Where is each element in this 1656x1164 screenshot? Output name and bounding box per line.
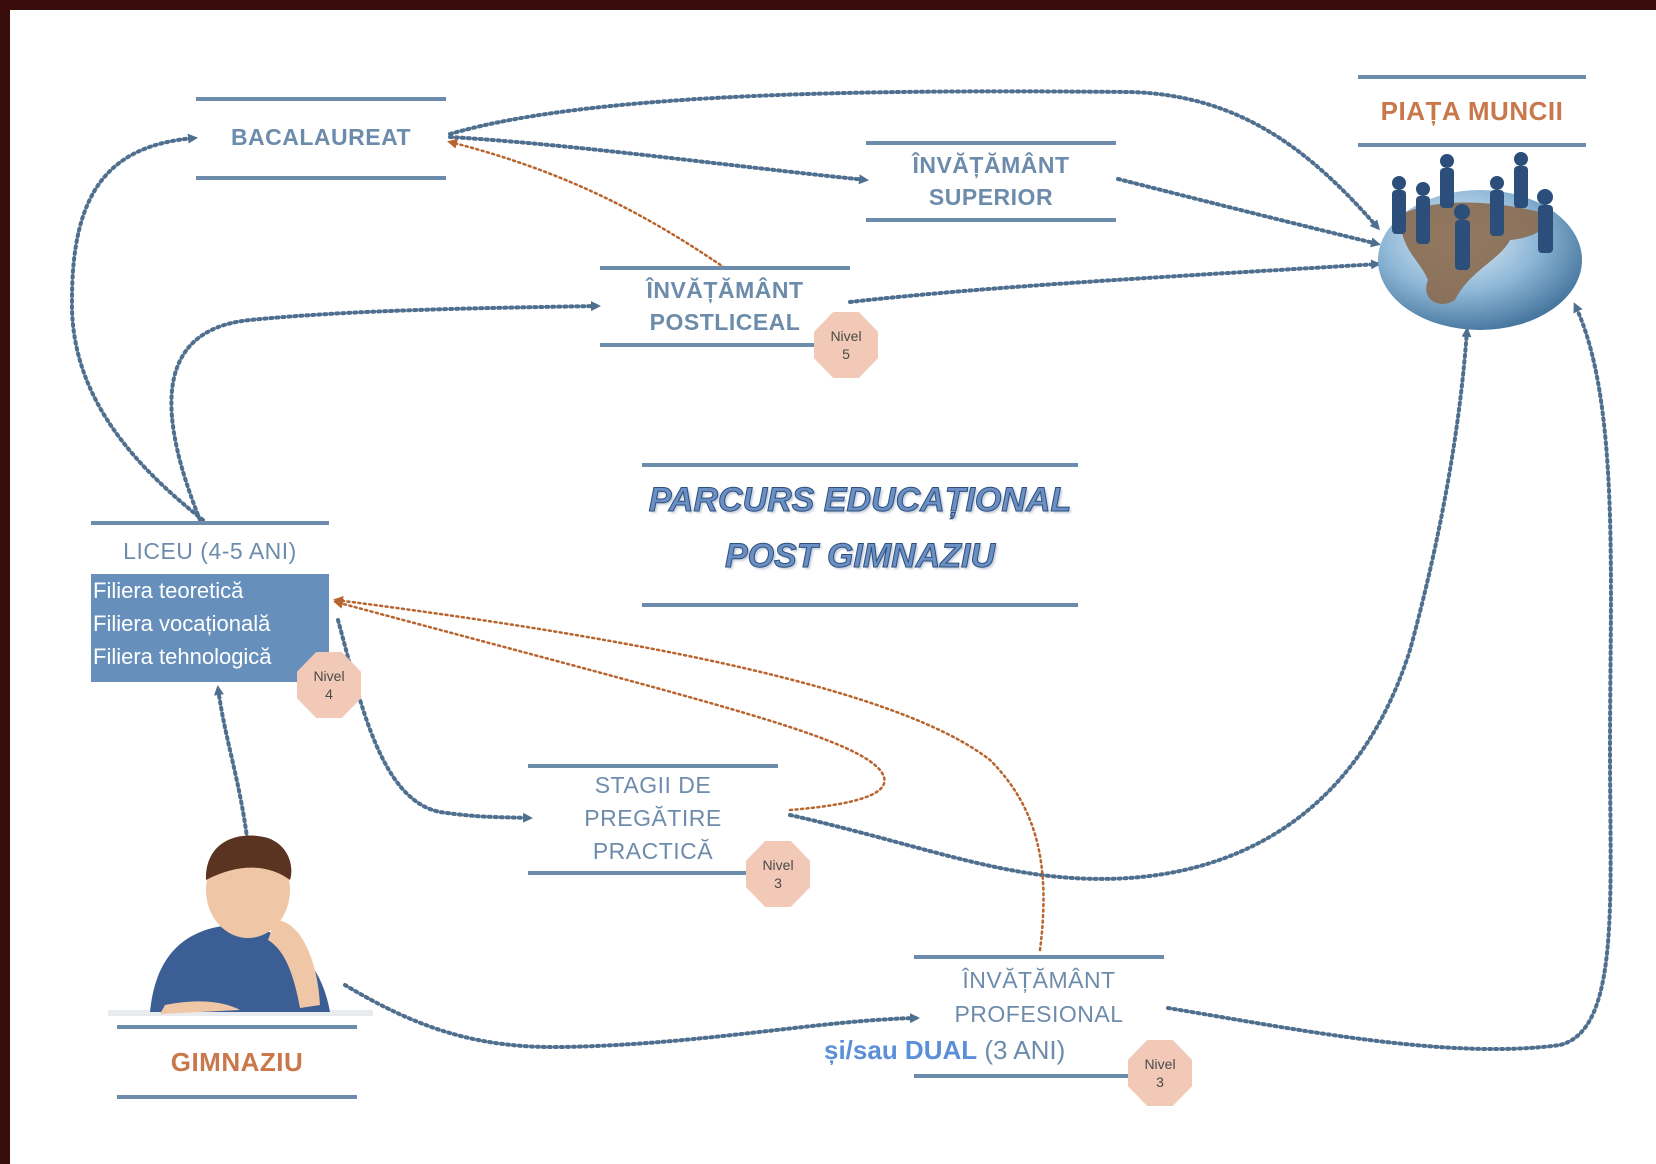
node-superior-line2: SUPERIOR — [928, 184, 1054, 210]
nivel-badge-number: 4 — [325, 686, 333, 702]
nivel-badge-stagii: Nivel 3 — [746, 841, 810, 907]
node-bacalaureat-label: BACALAUREAT — [230, 124, 412, 150]
rule-top — [1358, 75, 1586, 79]
node-gimnaziu-label: GIMNAZIU — [170, 1047, 304, 1077]
rule-bottom — [528, 871, 778, 875]
nivel-badge-word: Nivel — [762, 857, 794, 873]
node-profesional-line3: și/sau DUAL (3 ANI) — [824, 1035, 1065, 1066]
node-gimnaziu: GIMNAZIU — [117, 1025, 357, 1099]
node-piata-muncii-label: PIAȚA MUNCII — [1380, 96, 1564, 126]
rule-top — [528, 764, 778, 768]
title-rule-bottom — [642, 603, 1078, 607]
rule-bottom — [196, 176, 446, 180]
dual-highlight: și/sau DUAL — [824, 1035, 978, 1065]
nivel-badge-number: 3 — [1156, 1074, 1164, 1090]
nivel-badge-profesional: Nivel 3 — [1128, 1040, 1192, 1106]
rule-bottom — [1358, 143, 1586, 147]
rule-top — [866, 141, 1116, 145]
nivel-badge-number: 5 — [842, 346, 850, 362]
title-rule-top — [642, 463, 1078, 467]
node-stagii-line2: PREGĂTIRE — [584, 805, 722, 831]
node-profesional-line2: PROFESIONAL — [954, 1001, 1124, 1027]
rule-top — [117, 1025, 357, 1029]
node-invatamant-profesional: ÎNVĂȚĂMÂNT PROFESIONAL — [914, 955, 1164, 1079]
diagram-title: PARCURS EDUCAȚIONAL POST GIMNAZIU — [642, 463, 1078, 608]
rule-bottom — [600, 343, 850, 347]
node-bacalaureat: BACALAUREAT — [196, 97, 446, 181]
rule-bottom — [914, 1074, 1164, 1078]
node-stagii-line1: STAGII DE — [594, 772, 712, 798]
node-stagii-line3: PRACTICĂ — [592, 838, 714, 864]
node-postliceal-line1: ÎNVĂȚĂMÂNT — [646, 277, 804, 303]
node-stagii: STAGII DE PREGĂTIRE PRACTICĂ — [528, 764, 778, 876]
title-line1: PARCURS EDUCAȚIONAL — [648, 481, 1072, 520]
rule-top — [196, 97, 446, 101]
nivel-badge-number: 3 — [774, 875, 782, 891]
nivel-badge-postliceal: Nivel 5 — [814, 312, 878, 378]
title-line2: POST GIMNAZIU — [724, 537, 996, 576]
nivel-badge-word: Nivel — [1144, 1056, 1176, 1072]
node-piata-muncii: PIAȚA MUNCII — [1358, 75, 1586, 147]
dual-duration: (3 ANI) — [977, 1035, 1066, 1065]
filiera-item: Filiera vocațională — [93, 611, 271, 636]
rule-top — [914, 955, 1164, 959]
node-liceu-label: LICEU (4-5 ANI) — [123, 538, 297, 564]
node-superior-line1: ÎNVĂȚĂMÂNT — [912, 152, 1070, 178]
filiera-item: Filiera tehnologică — [93, 644, 272, 669]
rule-top — [600, 266, 850, 270]
nivel-badge-word: Nivel — [313, 668, 345, 684]
node-postliceal-line2: POSTLICEAL — [649, 309, 801, 335]
filiere-list: Filiera teoretică Filiera vocațională Fi… — [91, 574, 329, 682]
nivel-badge-word: Nivel — [830, 328, 862, 344]
rule-bottom — [117, 1095, 357, 1099]
node-liceu: LICEU (4-5 ANI) — [91, 521, 329, 573]
node-profesional-line1: ÎNVĂȚĂMÂNT — [962, 967, 1116, 993]
rule-bottom — [866, 218, 1116, 222]
rule-top — [91, 521, 329, 525]
node-invatamant-postliceal: ÎNVĂȚĂMÂNT POSTLICEAL — [600, 266, 850, 348]
node-invatamant-superior: ÎNVĂȚĂMÂNT SUPERIOR — [866, 141, 1116, 223]
nivel-badge-liceu: Nivel 4 — [297, 652, 361, 718]
filiera-item: Filiera teoretică — [93, 578, 244, 603]
